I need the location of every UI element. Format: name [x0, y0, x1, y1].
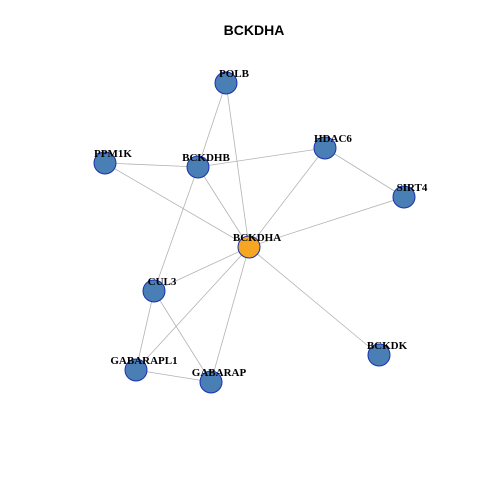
node-bckdhb: BCKDHB: [182, 152, 230, 179]
edge-bckdha-bckdhb: [197, 166, 250, 248]
node-label-sirt4: SIRT4: [397, 182, 428, 194]
node-label-bckdhb: BCKDHB: [182, 152, 230, 164]
node-label-gabarap: GABARAP: [192, 367, 247, 379]
node-circle-bckdhb: [186, 155, 210, 179]
edge-bckdha-ppm1k: [104, 162, 250, 248]
node-label-cul3: CUL3: [148, 276, 177, 288]
node-ppm1k: PPM1K: [93, 148, 132, 175]
node-sirt4: SIRT4: [392, 182, 428, 209]
edge-polb-bckdhb: [197, 82, 227, 168]
node-circle-polb: [214, 71, 238, 95]
node-polb: POLB: [214, 68, 250, 95]
node-circle-cul3: [142, 279, 166, 303]
node-gabarap: GABARAP: [192, 367, 247, 394]
edge-bckdha-sirt4: [248, 196, 405, 248]
node-circle-gabarap: [199, 370, 223, 394]
edge-bckdha-cul3: [153, 246, 250, 292]
edge-bckdha-hdac6: [248, 147, 326, 248]
node-bckdk: BCKDK: [367, 340, 408, 367]
node-circle-bckdk: [367, 343, 391, 367]
edge-bckdha-bckdk: [248, 246, 380, 356]
node-cul3: CUL3: [142, 276, 177, 303]
edge-bckdhb-cul3: [153, 166, 199, 292]
node-circle-bckdha: [237, 235, 261, 259]
node-circle-hdac6: [313, 136, 337, 160]
node-label-polb: POLB: [219, 68, 250, 80]
diagram-title: BCKDHA: [224, 22, 285, 38]
node-gabarapl1: GABARAPL1: [110, 355, 178, 382]
node-label-bckdha: BCKDHA: [233, 232, 281, 244]
edge-bckdha-polb: [225, 82, 250, 248]
edge-gabarapl1-gabarap: [135, 369, 212, 383]
edge-layer: [104, 82, 405, 383]
edge-bckdha-gabarapl1: [135, 246, 250, 371]
node-circle-gabarapl1: [124, 358, 148, 382]
node-label-gabarapl1: GABARAPL1: [110, 355, 177, 367]
node-label-bckdk: BCKDK: [367, 340, 408, 352]
node-circle-ppm1k: [93, 151, 117, 175]
edge-ppm1k-bckdhb: [104, 162, 199, 168]
node-hdac6: HDAC6: [313, 133, 352, 160]
edge-cul3-gabarap: [153, 290, 212, 383]
node-label-hdac6: HDAC6: [314, 133, 352, 145]
edge-cul3-gabarapl1: [135, 290, 155, 371]
node-label-ppm1k: PPM1K: [94, 148, 132, 160]
node-circle-sirt4: [392, 185, 416, 209]
edge-hdac6-sirt4: [324, 147, 405, 198]
edge-bckdha-gabarap: [210, 246, 250, 383]
node-bckdha: BCKDHA: [233, 232, 281, 259]
node-layer: BCKDHA POLB BCKDHB PPM1K HDAC6SIRT4CUL3GABAR…: [93, 68, 428, 394]
edge-bckdhb-hdac6: [197, 147, 326, 168]
